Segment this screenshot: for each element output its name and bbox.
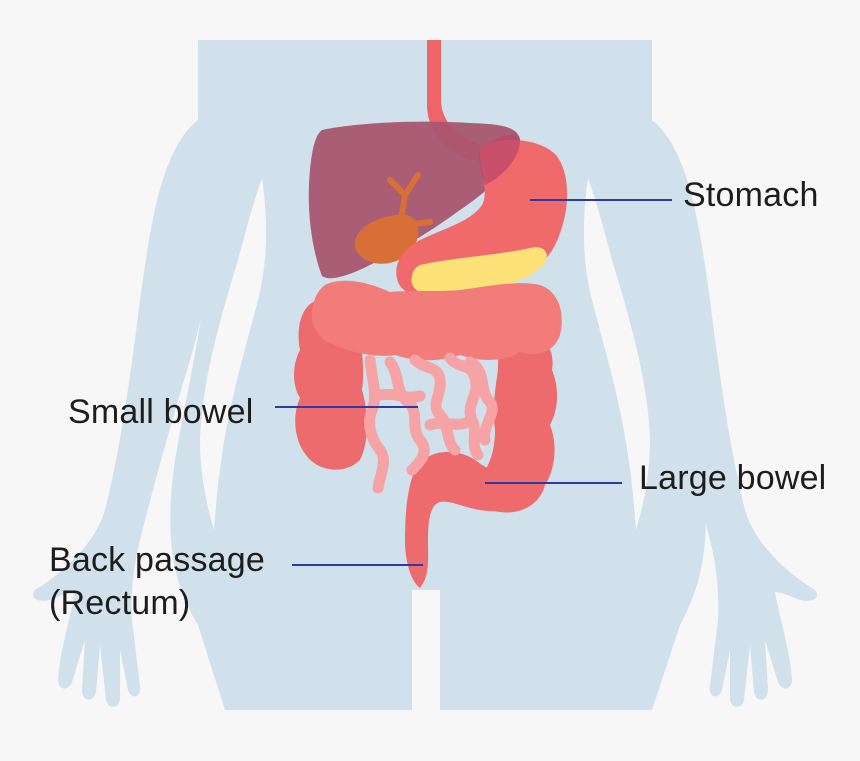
leader-lines bbox=[275, 199, 672, 566]
large-bowel-label: Large bowel bbox=[639, 459, 827, 497]
gallbladder bbox=[354, 172, 433, 264]
liver-overlap bbox=[479, 134, 520, 185]
arm-gaps bbox=[200, 178, 650, 530]
back-passage-label: Back passage bbox=[49, 541, 265, 579]
rectum-label: (Rectum) bbox=[49, 584, 191, 622]
transverse-colon bbox=[311, 280, 562, 361]
small-bowel bbox=[364, 352, 498, 494]
pancreas bbox=[411, 247, 547, 297]
stomach-label: Stomach bbox=[683, 176, 819, 214]
small-bowel-label: Small bowel bbox=[68, 393, 254, 431]
